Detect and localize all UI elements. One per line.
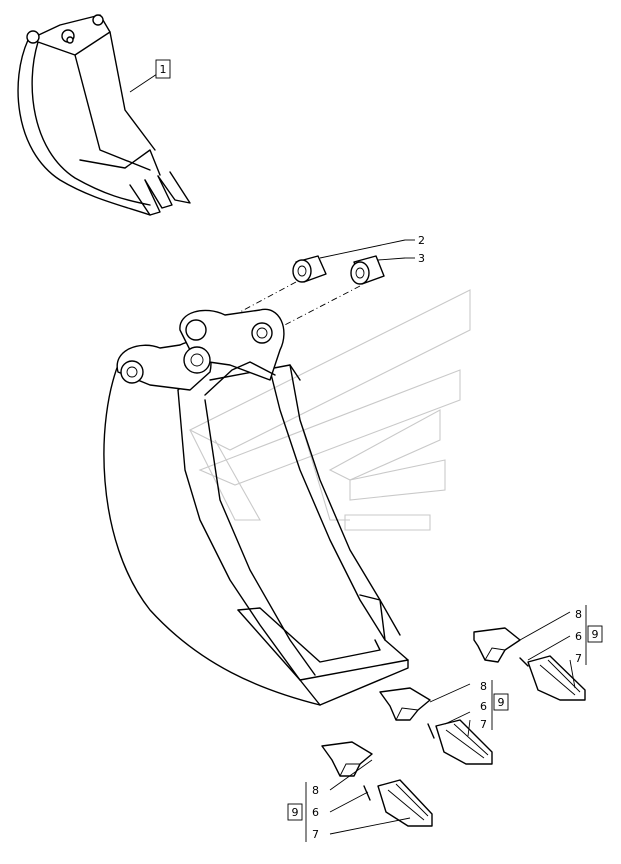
tooth-set-lower (321, 741, 433, 827)
svg-text:7: 7 (480, 718, 487, 731)
callouts-upper: 9 8 6 7 (519, 605, 603, 689)
thumbnail-bucket (17, 14, 191, 216)
svg-text:9: 9 (292, 806, 299, 819)
callouts-lower: 9 8 6 7 (287, 759, 411, 842)
svg-text:2: 2 (418, 234, 425, 247)
center-line (239, 281, 297, 313)
callout-3: 3 (377, 252, 425, 265)
svg-text:6: 6 (312, 806, 319, 819)
callout-1-label: 1 (160, 63, 167, 76)
callout-1: 1 (129, 59, 171, 93)
svg-text:6: 6 (480, 700, 487, 713)
svg-text:3: 3 (418, 252, 425, 265)
svg-text:8: 8 (312, 784, 319, 797)
main-bucket (103, 308, 409, 706)
svg-text:7: 7 (312, 828, 319, 841)
callout-2: 2 (319, 234, 425, 259)
svg-text:6: 6 (575, 630, 582, 643)
svg-text:8: 8 (480, 680, 487, 693)
tooth-set-middle (379, 687, 493, 765)
center-line (274, 285, 361, 331)
bushing-2 (292, 255, 327, 283)
svg-text:9: 9 (498, 696, 505, 709)
svg-text:9: 9 (592, 628, 599, 641)
watermark-logo (188, 289, 471, 531)
bushing-3 (350, 255, 385, 285)
svg-text:8: 8 (575, 608, 582, 621)
svg-text:7: 7 (575, 652, 582, 665)
tooth-set-upper (473, 627, 586, 701)
callouts-middle: 9 8 6 7 (429, 680, 509, 737)
